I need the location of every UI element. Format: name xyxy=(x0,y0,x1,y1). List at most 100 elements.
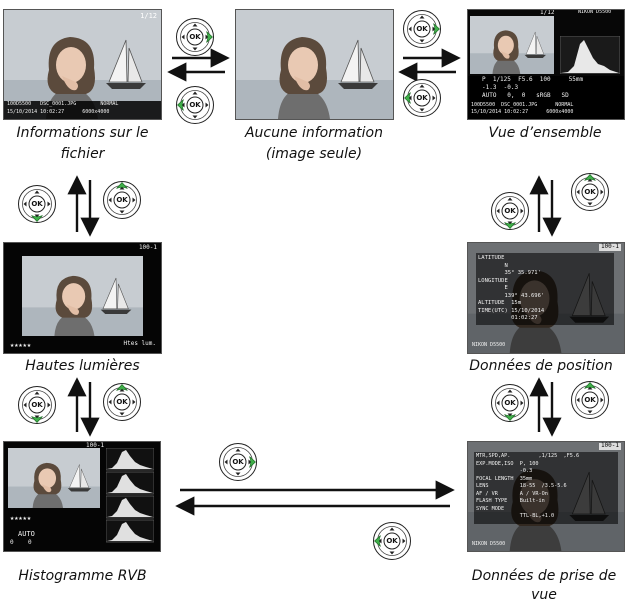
ok-button-label: OK xyxy=(504,399,516,407)
overview-row-1: P 1/125 F5.6 100 55mm xyxy=(482,76,584,83)
data-line: FOCAL LENGTH 35mm xyxy=(476,475,533,482)
caption-overview: Vue d’ensemble xyxy=(488,125,602,141)
data-line: LATITUDE xyxy=(478,255,505,261)
ok-button-label: OK xyxy=(189,33,201,41)
data-line: N xyxy=(478,262,508,269)
data-line: LONGITUDE xyxy=(478,277,508,284)
camera-model: NIKON D5500 xyxy=(472,541,506,547)
multiselector-icon: OK xyxy=(17,184,57,224)
data-line: E xyxy=(478,285,508,291)
highlights-screen: 100-1 ★★★★★ Htes lum. xyxy=(3,242,162,354)
portrait-photo xyxy=(470,16,554,74)
data-line: SYNC MODE xyxy=(476,505,520,512)
histogram xyxy=(560,36,620,74)
file-line-1: 100D5500 DSC_0001.JPG NORMAL xyxy=(7,101,119,107)
multiselector-icon: OK xyxy=(175,85,215,125)
camera-model: NIKON D5500 xyxy=(578,9,612,15)
multiselector-icon: OK xyxy=(102,382,142,422)
multiselector-icon: OK xyxy=(218,442,258,482)
white-balance-value: 0 0 xyxy=(10,539,32,546)
multiselector-icon: OK xyxy=(570,172,610,212)
overview-data-panel xyxy=(468,76,624,119)
data-line: EXP.MODE,ISO P, 100 xyxy=(476,460,539,467)
multiselector-icon: OK xyxy=(402,9,442,49)
file-info-screen: 1/12 100D5500 DSC_0001.JPG NORMAL 15/10/… xyxy=(3,9,162,120)
caption-no-info-line-1: Aucune information xyxy=(244,125,383,141)
counter: 100-1 xyxy=(86,442,105,449)
counter: 100-1 xyxy=(138,244,157,251)
counter: 100-1 xyxy=(598,243,621,251)
caption-no-info-line-2: (image seule) xyxy=(265,146,363,162)
ok-button-label: OK xyxy=(232,458,244,466)
overview-row-3: AUTO 0, 0 sRGB SD xyxy=(482,92,569,99)
data-line: LENS 18-55 /3.5-5.6 xyxy=(476,483,567,489)
data-line: ALTITUDE 15m xyxy=(478,300,522,306)
multiselector-icon: OK xyxy=(175,17,215,57)
portrait-photo xyxy=(236,10,393,119)
position-screen: 100-1 LATITUDE N 35° 35.971'LONGITUDE E … xyxy=(467,242,625,354)
data-line: TIME(UTC) 15/10/2014 xyxy=(478,307,545,314)
ok-button-label: OK xyxy=(584,188,596,196)
photo xyxy=(236,10,393,119)
portrait-photo xyxy=(8,448,100,508)
multiselector-icon: OK xyxy=(570,380,610,420)
caption-shooting-data-line-2: vue xyxy=(531,587,557,603)
multiselector-icon: OK xyxy=(490,383,530,423)
rating: ★★★★★ xyxy=(10,514,32,522)
ok-button-label: OK xyxy=(31,200,43,208)
histogram-curve xyxy=(107,498,153,517)
caption-position: Données de position xyxy=(469,358,613,374)
overview-line-2: 15/10/2014 10:02:27 6000x4000 xyxy=(471,109,574,115)
no-info-screen xyxy=(235,9,394,120)
caption-file-info-line-2: fichier xyxy=(60,146,105,162)
ok-button-label: OK xyxy=(116,398,128,406)
multiselector-icon: OK xyxy=(402,78,442,118)
multiselector-icon: OK xyxy=(372,521,412,561)
ok-button-label: OK xyxy=(189,101,201,109)
data-overlay xyxy=(474,452,618,524)
data-overlay xyxy=(476,253,614,325)
caption-shooting-data-line-1: Données de prise de xyxy=(471,568,617,584)
histogram-curve xyxy=(107,522,153,541)
counter: 1/12 xyxy=(540,9,555,16)
data-line: -0.3 xyxy=(476,468,533,474)
multiselector-icon: OK xyxy=(102,180,142,220)
histogram-curve xyxy=(107,474,153,493)
data-line: 01:02:27 xyxy=(478,315,538,321)
info-bar xyxy=(4,101,161,119)
photo xyxy=(22,256,143,336)
rgb-histograms xyxy=(106,448,154,543)
multiselector-icon: OK xyxy=(17,385,57,425)
counter: 1/12 xyxy=(140,12,157,20)
ok-button-label: OK xyxy=(386,537,398,545)
ok-button-label: OK xyxy=(416,25,428,33)
photo xyxy=(470,16,554,74)
ok-button-label: OK xyxy=(584,396,596,404)
camera-model: NIKON D5500 xyxy=(472,342,506,348)
portrait-photo xyxy=(22,256,143,336)
multiselector-icon: OK xyxy=(490,191,530,231)
rating: ★★★★★ xyxy=(10,341,32,349)
data-line: FLASH TYPE Built-in xyxy=(476,498,545,504)
histogram-curve xyxy=(107,450,153,469)
overview-screen: 1/12 NIKON D5500 P 1/125 F5.6 100 55mm -… xyxy=(467,9,625,120)
data-line: 35° 35.971' xyxy=(478,270,541,276)
overview-row-2: -1.3 -0.3 xyxy=(482,84,533,91)
ok-button-label: OK xyxy=(504,207,516,215)
white-balance: AUTO xyxy=(18,530,35,538)
overview-line-1: 100D5500 DSC_0001.JPG NORMAL xyxy=(471,102,574,108)
file-line-2: 15/10/2014 10:02:27 6000x4000 xyxy=(7,109,110,115)
caption-file-info-line-1: Informations sur le xyxy=(16,125,149,141)
highlights-label: Htes lum. xyxy=(123,340,156,347)
data-line: 139° 43.696' xyxy=(478,292,545,299)
counter: 100-1 xyxy=(598,442,621,450)
caption-highlights: Hautes lumières xyxy=(25,358,140,374)
ok-button-label: OK xyxy=(116,196,128,204)
rgb-histogram-screen: 100-1 ★★★★★ AUTO 0 0 xyxy=(3,441,161,552)
ok-button-label: OK xyxy=(31,401,43,409)
photo xyxy=(8,448,100,508)
data-line: AF / VR A / VR-On xyxy=(476,490,548,497)
caption-rgb-histogram: Histogramme RVB xyxy=(18,568,147,584)
data-line: MTR,SPD,AP. ,1/125 ,F5.6 xyxy=(476,453,580,459)
